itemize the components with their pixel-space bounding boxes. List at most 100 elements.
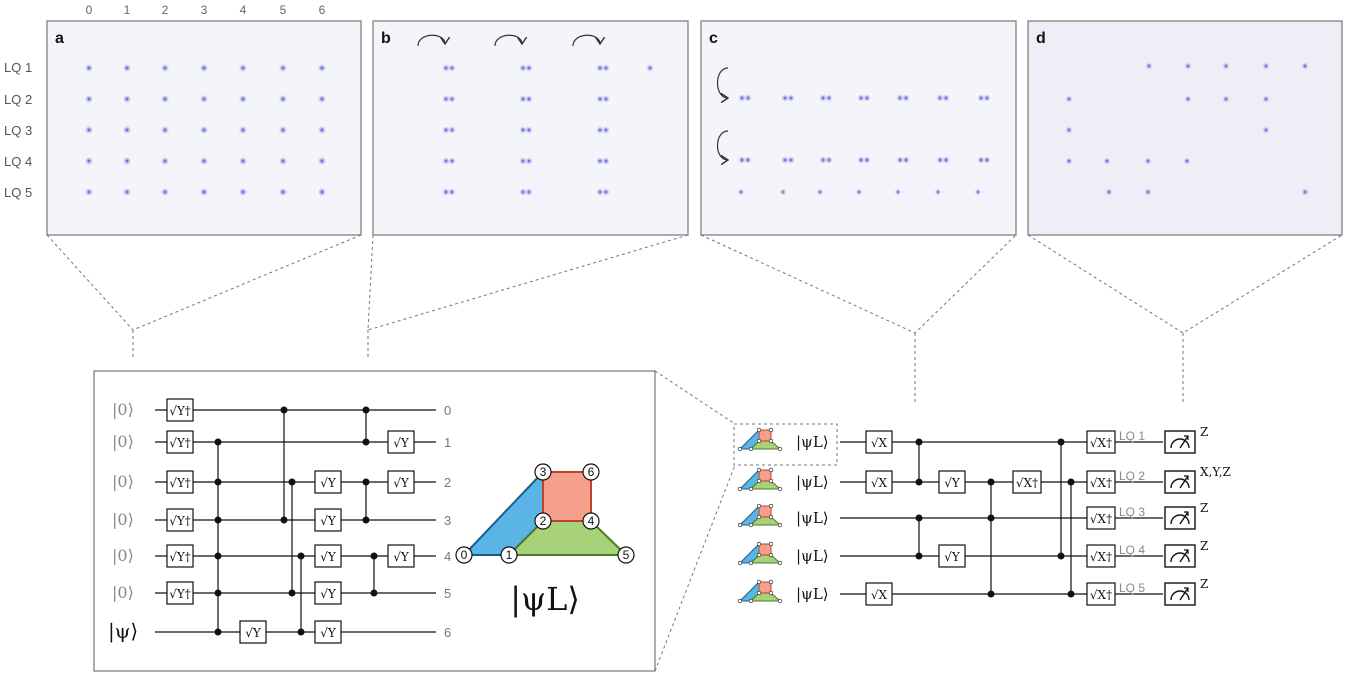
atom-spot	[1145, 62, 1153, 70]
lq-label-4: LQ 4	[1119, 543, 1145, 557]
color-code-diagram: 0 1 2 3 4 5 6 |ψL⟩	[455, 463, 635, 618]
gate-y-box	[314, 544, 342, 568]
gate-ydag-label: √Y†	[169, 476, 191, 490]
atom-spot	[448, 157, 456, 165]
atom-spot	[902, 156, 910, 164]
inset-connector-bottom	[654, 464, 736, 672]
atom-spot	[596, 64, 604, 72]
shift-arrow-5	[716, 130, 729, 160]
gate-ydag-label: √Y†	[169, 587, 191, 601]
atom-spot	[122, 94, 132, 104]
atom-spot	[238, 63, 248, 73]
node-5	[617, 546, 635, 564]
atom-spot	[199, 187, 209, 197]
atom-spot	[199, 125, 209, 135]
panel-c: c	[700, 20, 1017, 236]
atom-spot	[1301, 188, 1309, 196]
atom-spot	[160, 156, 170, 166]
panel-c-letter: c	[709, 30, 718, 47]
atom-spot	[816, 188, 824, 196]
logical-dots	[915, 438, 1075, 598]
wire-label-0: 0	[444, 403, 451, 418]
atom-spot	[278, 187, 288, 197]
gate-xdag-label: √X†	[1090, 476, 1112, 490]
gate-ydag-label: √Y†	[169, 436, 191, 450]
meas-basis-2: X,Y,Z	[1200, 465, 1231, 479]
cz-dot	[214, 628, 222, 636]
lcz-dot	[915, 478, 923, 486]
atom-spot	[738, 156, 746, 164]
cz-dot	[362, 516, 370, 524]
atom-spot	[317, 63, 327, 73]
panel-c-frame	[700, 20, 1017, 236]
row-label-lq2: LQ 2	[4, 92, 32, 107]
atom-spot	[936, 156, 944, 164]
row-label-lq3: LQ 3	[4, 123, 32, 138]
logical-cz-lines	[918, 442, 1072, 594]
encoding-dots	[214, 406, 378, 636]
measurement-meter-icon	[1164, 506, 1196, 530]
gate-y-box	[387, 544, 415, 568]
atom-spot	[442, 157, 450, 165]
logical-x-gates: √X √X √X	[865, 430, 893, 606]
gate-y-label: √Y	[320, 626, 337, 640]
atom-spot	[1184, 62, 1192, 70]
atom-spot	[317, 187, 327, 197]
atom-spot	[238, 125, 248, 135]
atom-spot	[1262, 62, 1270, 70]
atom-spot	[819, 94, 827, 102]
atom-spot	[596, 188, 604, 196]
logical-y-gates: √Y √Y	[938, 470, 966, 568]
gate-ydag-label: √Y†	[169, 514, 191, 528]
atom-spot	[855, 188, 863, 196]
wire-label-2: 2	[444, 475, 451, 490]
cz-dot	[362, 478, 370, 486]
gate-xdag-label: √X†	[1090, 436, 1112, 450]
atom-spot	[1183, 157, 1191, 165]
atom-spot	[863, 94, 871, 102]
atom-spot	[160, 125, 170, 135]
gate-y-label: √Y	[944, 476, 961, 490]
column-label-4: 4	[240, 3, 247, 17]
row-label-lq4: LQ 4	[4, 154, 32, 169]
atom-spot	[787, 94, 795, 102]
column-label-0: 0	[86, 3, 93, 17]
gate-x-label: √X	[871, 476, 888, 490]
column-label-6: 6	[319, 3, 326, 17]
atom-spot	[238, 156, 248, 166]
lcz-dot	[987, 478, 995, 486]
atom-spot	[1065, 126, 1073, 134]
input-ket-3: |0⟩	[112, 510, 134, 529]
panel-b-letter: b	[381, 30, 391, 47]
atom-spot	[317, 94, 327, 104]
column-label-5: 5	[280, 3, 287, 17]
node-1	[500, 546, 518, 564]
meas-basis-1: Z	[1200, 425, 1208, 439]
mini-code-icons	[737, 427, 783, 604]
wire-label-3: 3	[444, 513, 451, 528]
lcz-dot	[1057, 552, 1065, 560]
atom-spot	[896, 94, 904, 102]
atom-spot	[519, 64, 527, 72]
atom-spot	[781, 94, 789, 102]
logical-input-5: |ψL⟩	[796, 585, 829, 603]
lcz-dot	[1057, 438, 1065, 446]
atom-spot	[942, 94, 950, 102]
logical-input-2: |ψL⟩	[796, 473, 829, 491]
node-label-6: 6	[588, 465, 595, 479]
node-label-0: 0	[461, 548, 468, 562]
atom-spot	[1105, 188, 1113, 196]
atom-spot	[199, 156, 209, 166]
atom-spot	[278, 156, 288, 166]
atom-spot	[977, 156, 985, 164]
gate-y-box	[314, 581, 342, 605]
gate-xdag-label: √X†	[1090, 588, 1112, 602]
gate-ydag-label: √Y†	[169, 404, 191, 418]
cz-dot	[297, 552, 305, 560]
meas-basis-3: Z	[1200, 501, 1208, 515]
atom-spot	[934, 188, 942, 196]
meas-basis-4: Z	[1200, 539, 1208, 553]
atom-spot	[525, 95, 533, 103]
atom-spot	[448, 64, 456, 72]
